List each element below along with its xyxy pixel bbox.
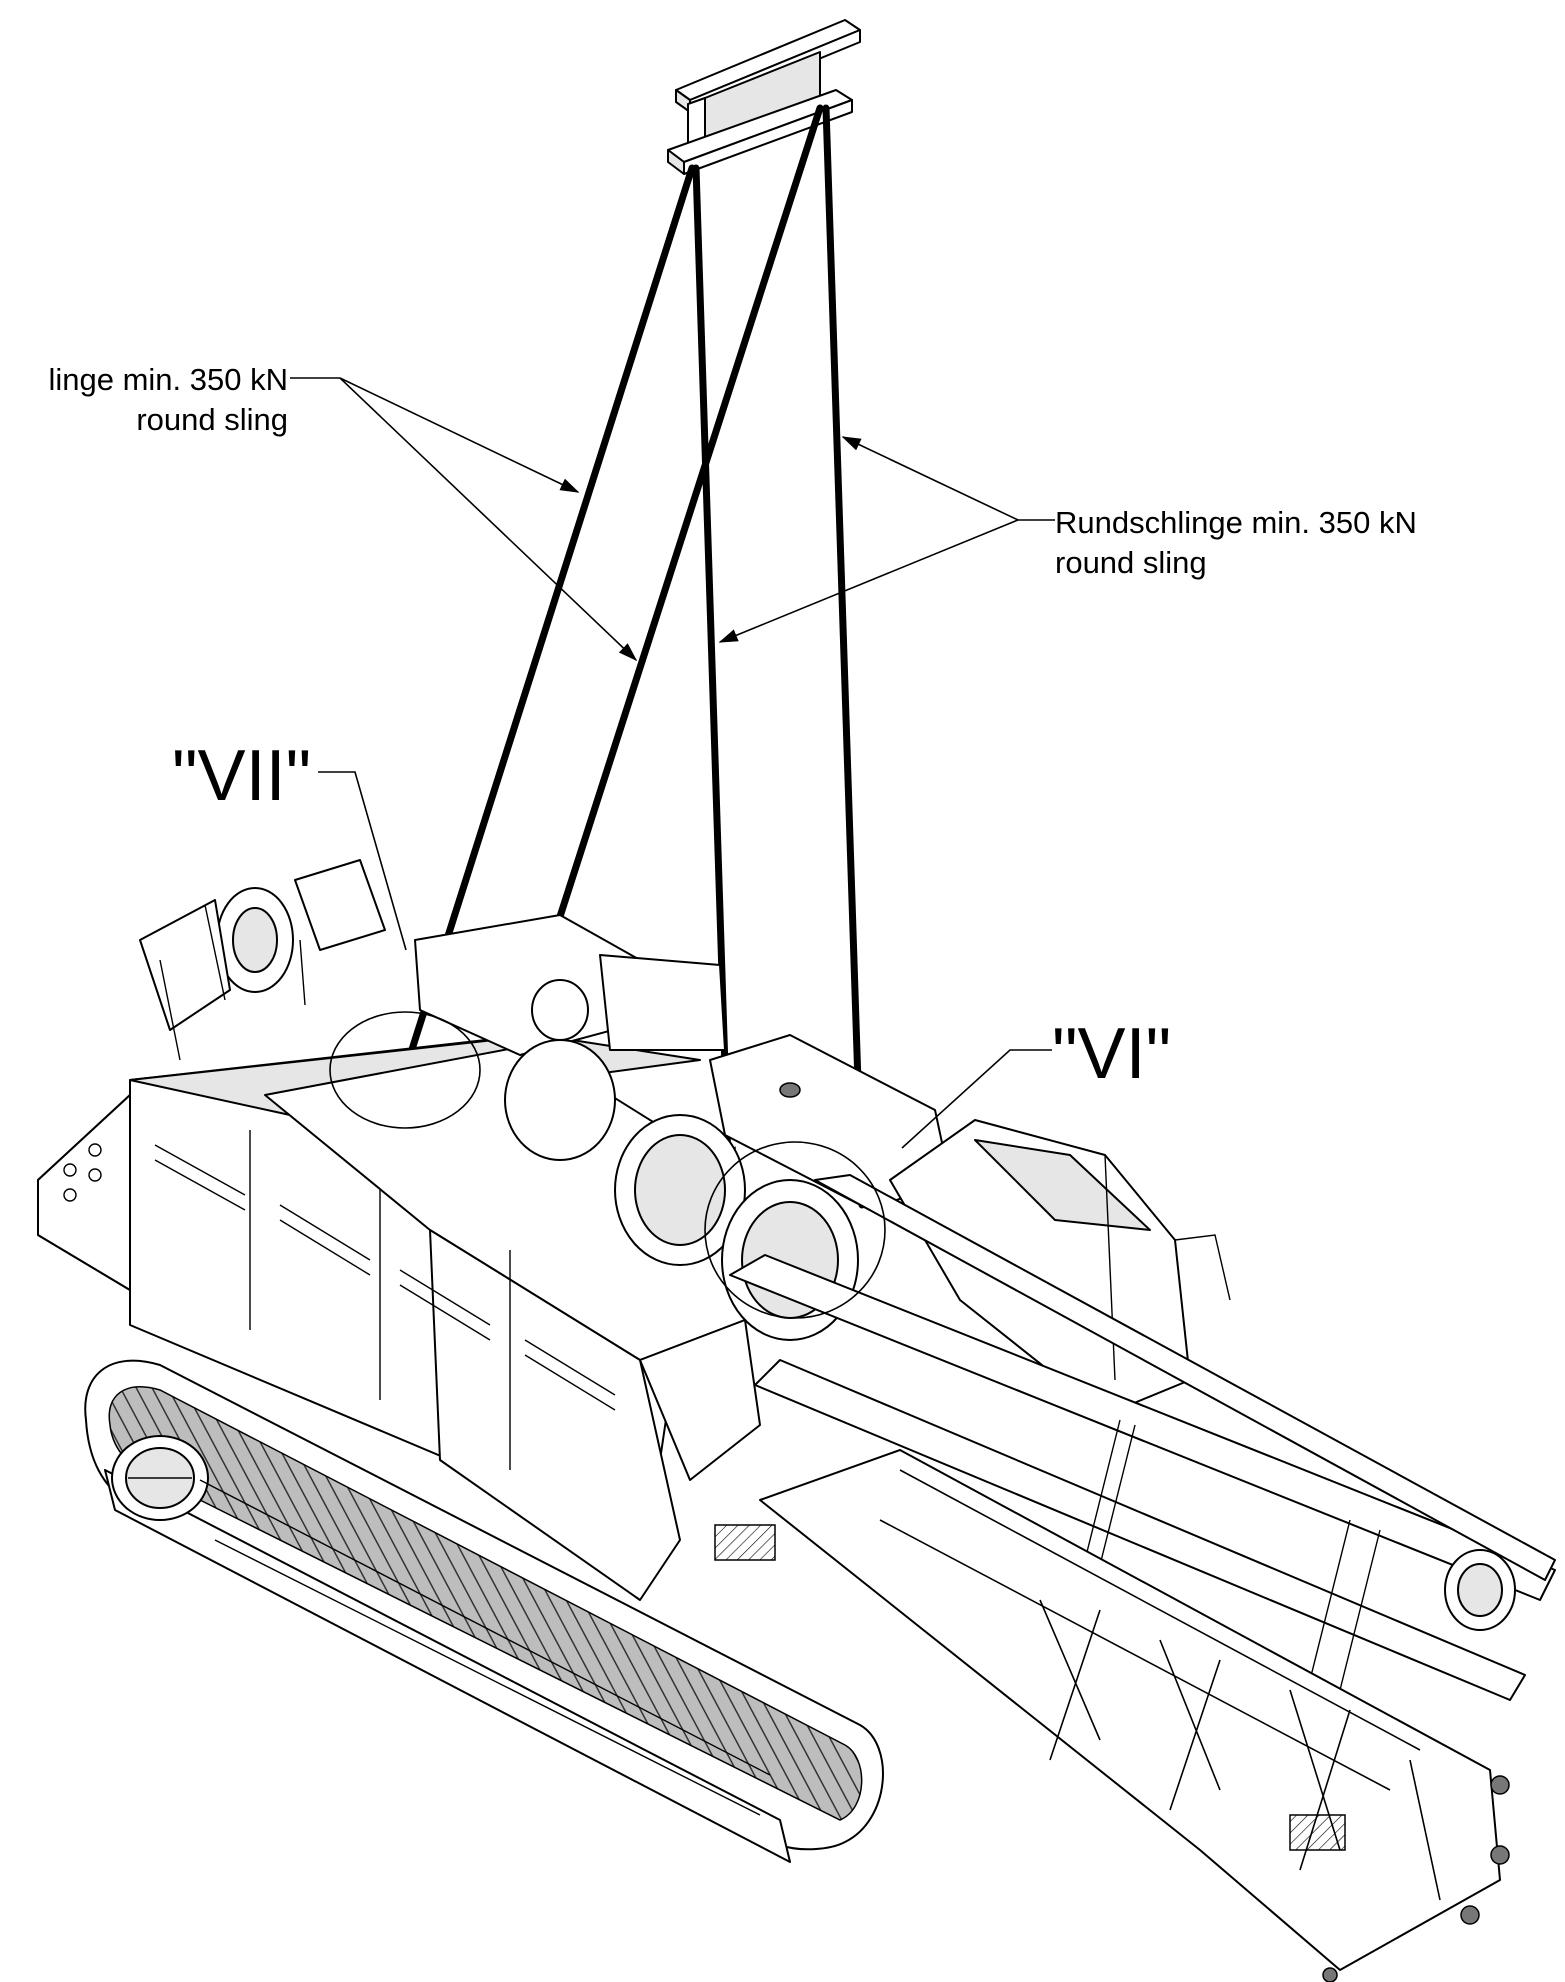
right-sling-label-line1: Rundschlinge min. 350 kN: [1055, 505, 1417, 540]
detail-label-vi: "VI": [1052, 1014, 1171, 1094]
winch-assembly-rear: [139, 859, 386, 1061]
crawler-track: [84, 1359, 884, 1863]
boom-pin-bolts: [1322, 1775, 1510, 1982]
sling-left-outer: [404, 164, 696, 1066]
detail-label-vii: "VII": [172, 736, 311, 816]
spreader-beam: [667, 19, 861, 175]
sling-right-outer: [822, 104, 866, 1209]
engine-unit: [414, 914, 726, 1056]
callout-labels: linge min. 350 kN round sling Rundschlin…: [48, 362, 1416, 1094]
track-drive-sprocket: [111, 1435, 209, 1521]
left-sling-label-line2: round sling: [136, 402, 288, 437]
cab-panel: [37, 1094, 131, 1291]
callout-leaders: [290, 377, 1055, 1149]
detail-circle-vii: [329, 1011, 481, 1129]
left-sling-label-line1: linge min. 350 kN: [48, 362, 288, 397]
a-frame-boom: [729, 1174, 1556, 1731]
sling-left-inner: [534, 104, 824, 989]
lattice-boom-section: [714, 1449, 1510, 1982]
detail-circle-vi: [704, 1141, 886, 1319]
right-sling-label-line2: round sling: [1055, 545, 1207, 580]
